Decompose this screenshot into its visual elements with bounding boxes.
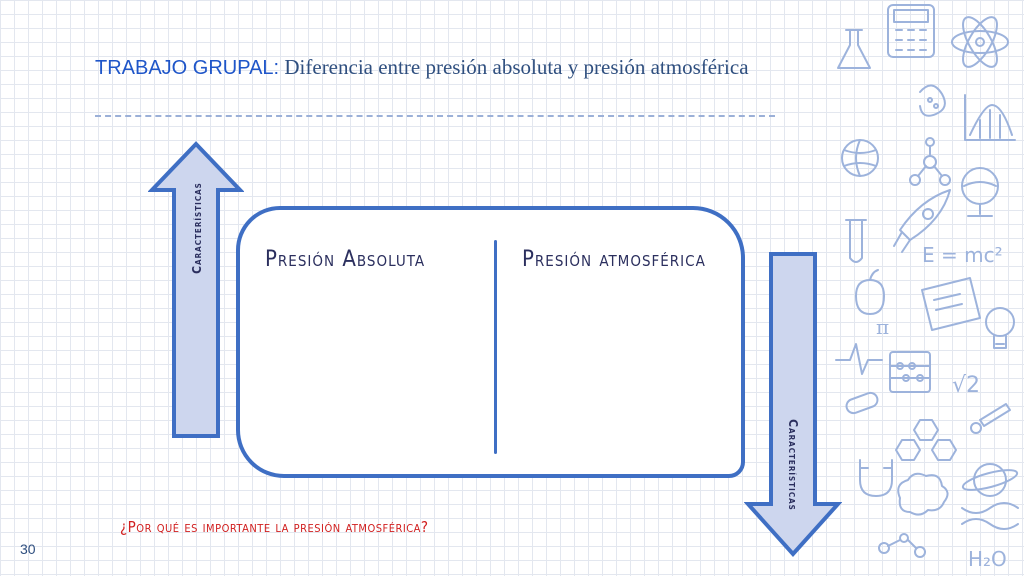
comparison-card: Presión Absoluta Presión atmosférica bbox=[236, 206, 745, 478]
column-header-absolute: Presión Absoluta bbox=[265, 247, 426, 272]
graph-icon bbox=[964, 94, 1016, 141]
sqrt2-symbol: √2 bbox=[952, 373, 980, 398]
brain-icon bbox=[897, 472, 949, 516]
slide-title: TRABAJO GRUPAL: Diferencia entre presión… bbox=[95, 52, 775, 83]
column-header-atmospheric: Presión atmosférica bbox=[522, 247, 706, 272]
up-arrow-label: Características bbox=[190, 182, 204, 274]
planet-icon bbox=[961, 463, 1019, 497]
pi-symbol: π bbox=[876, 315, 889, 339]
down-arrow bbox=[744, 252, 842, 557]
h2o-formula: H₂O bbox=[968, 547, 1007, 571]
apple-icon bbox=[855, 269, 885, 315]
test-tube-icon bbox=[845, 219, 867, 263]
molecule-bottom-icon bbox=[878, 533, 926, 558]
rocket-icon bbox=[893, 189, 951, 253]
column-divider bbox=[494, 240, 497, 454]
guiding-question: ¿Por qué es importante la presión atmosf… bbox=[120, 518, 429, 536]
microbe-icon bbox=[919, 84, 946, 117]
calculator-icon bbox=[887, 4, 935, 58]
thermometer-icon bbox=[970, 403, 1011, 434]
book-icon bbox=[921, 277, 981, 331]
title-lead: TRABAJO GRUPAL: bbox=[95, 57, 280, 79]
dashed-divider bbox=[95, 115, 775, 117]
down-arrow-label: Características bbox=[786, 419, 800, 511]
magnet-icon bbox=[859, 459, 893, 497]
dna-icon bbox=[961, 502, 1019, 530]
abacus-icon bbox=[889, 351, 931, 393]
up-arrow bbox=[148, 141, 244, 438]
lightbulb-icon bbox=[985, 307, 1015, 349]
page-number: 30 bbox=[20, 541, 36, 557]
hexagon-molecule-icon bbox=[895, 419, 957, 461]
atom-icon bbox=[951, 16, 1009, 68]
heartbeat-icon bbox=[835, 343, 883, 375]
pill-icon bbox=[845, 391, 879, 415]
molecule-icon bbox=[909, 137, 951, 186]
science-doodles: E = mc² π √2 bbox=[835, 4, 1019, 571]
globe-icon bbox=[841, 139, 999, 217]
emc2-formula: E = mc² bbox=[922, 243, 1003, 267]
flask-icon bbox=[837, 29, 871, 69]
title-rest: Diferencia entre presión absoluta y pres… bbox=[279, 55, 749, 79]
